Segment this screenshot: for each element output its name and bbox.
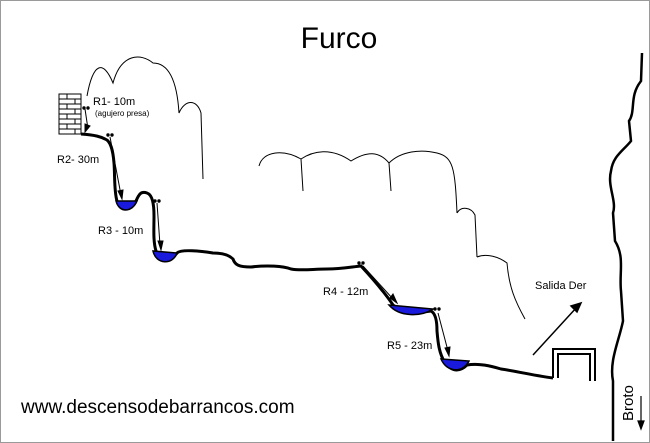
anchor-r3: [153, 199, 164, 252]
pool-4: [439, 358, 471, 371]
exit-label: Salida Der: [535, 280, 587, 292]
anchor-r2: [106, 133, 124, 201]
river-arrow: [637, 396, 645, 431]
title: Furco: [301, 22, 378, 55]
rappel-label-r2: R2- 30m: [57, 154, 99, 166]
anchor-r1: [82, 106, 91, 134]
pool-2: [152, 250, 179, 263]
rock-outline-lower: [476, 254, 526, 320]
pool-1: [115, 200, 139, 211]
dam-wall: [58, 93, 82, 135]
river-bank: [608, 52, 644, 441]
pool-3: [387, 304, 436, 316]
pools: [115, 200, 471, 371]
rappel-arrows: [82, 106, 451, 358]
rock-outline-upper: [86, 56, 204, 180]
rappel-note-r1: (agujero presa): [95, 109, 150, 118]
rappel-label-r4: R4 - 12m: [323, 286, 368, 298]
rappel-label-r5: R5 - 23m: [387, 340, 432, 352]
anchor-r5: [433, 307, 451, 358]
website-link[interactable]: www.descensodebarrancos.com: [20, 397, 295, 418]
rock-outlines: [86, 56, 526, 320]
rappel-label-r3: R3 - 10m: [98, 225, 143, 237]
river-label: Broto: [620, 385, 637, 421]
bridge: [552, 348, 596, 381]
anchor-r4: [357, 261, 399, 305]
rock-outline-middle: [258, 150, 478, 258]
exit-arrow: [532, 301, 583, 356]
rappel-label-r1: R1- 10m: [93, 96, 135, 108]
